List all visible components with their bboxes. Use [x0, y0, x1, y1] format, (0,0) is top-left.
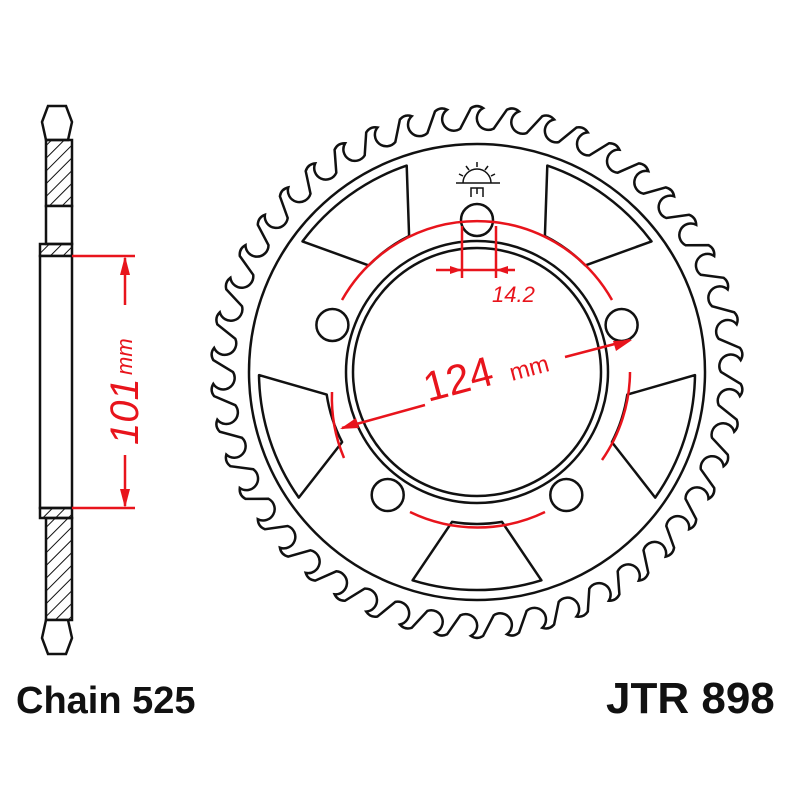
bolt-hole: [604, 307, 639, 343]
hub-bore-unit: mm: [112, 338, 137, 375]
part-number: JTR 898: [606, 674, 775, 723]
side-hatch-bottom: [44, 516, 74, 622]
hub-bore-value: 101: [103, 378, 147, 445]
bolt-hole: [549, 477, 584, 513]
chain-label: Chain 525: [16, 680, 196, 722]
side-profile-view: [38, 104, 74, 656]
side-tooth-bottom: [40, 618, 74, 656]
sprocket-inner-ring: [247, 142, 707, 602]
side-hub-bore: [38, 254, 74, 510]
bolt-hole: [315, 307, 350, 343]
brand-logo-icon: [456, 162, 500, 197]
bolt-hole-value: 14.2: [492, 282, 535, 307]
side-tooth-top: [40, 104, 74, 142]
bolt-hole: [370, 477, 405, 513]
sprocket-teeth-outline: [210, 104, 744, 640]
side-hatch-top: [44, 138, 74, 208]
sprocket-front-view: [210, 104, 744, 640]
hub-bore-dimension: 101 mm: [72, 254, 147, 510]
center-bore-inner: [351, 246, 603, 498]
lightening-cutout: [411, 520, 543, 592]
bolt-hole-dimension: 14.2: [436, 226, 535, 307]
center-bore-outer: [344, 239, 610, 505]
